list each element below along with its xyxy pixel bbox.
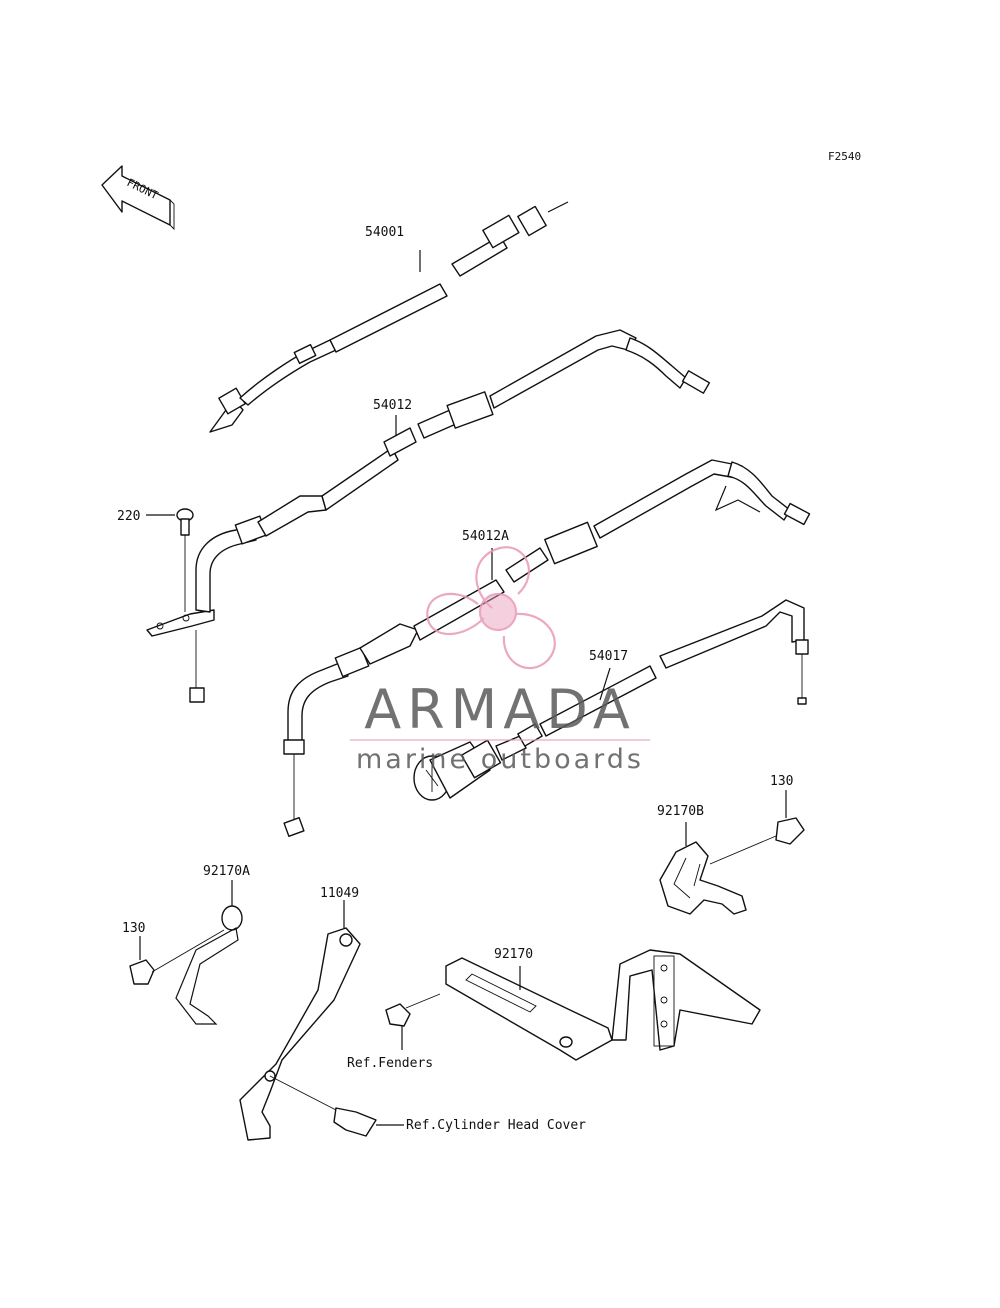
clamp-92170B: [659, 822, 747, 915]
bracket-92170: [445, 949, 761, 1061]
bolt-130-left: [129, 929, 225, 985]
figure-code: F2540: [828, 150, 861, 163]
clamp-92170A: [175, 880, 243, 1025]
screw-220: [146, 508, 194, 612]
throttle-cable-54012A: [283, 459, 811, 838]
part-label-130-right: 130: [770, 774, 793, 789]
throttle-cable-54012: [146, 329, 711, 703]
choke-cable-54017: [413, 599, 809, 801]
part-label-54001: 54001: [365, 225, 404, 240]
bolt-cylinder-head: [269, 1075, 404, 1137]
part-label-92170: 92170: [494, 947, 533, 962]
ref-label-fenders: Ref.Fenders: [347, 1056, 433, 1071]
part-label-130-left: 130: [122, 921, 145, 936]
watermark-tagline: marine outboards: [356, 744, 644, 775]
part-label-54012: 54012: [373, 398, 412, 413]
part-label-92170A: 92170A: [203, 864, 250, 879]
leader-lines: [395, 250, 611, 701]
part-label-92170B: 92170B: [657, 804, 704, 819]
bolt-fenders: [385, 993, 441, 1050]
part-label-54017: 54017: [589, 649, 628, 664]
part-label-220: 220: [117, 509, 140, 524]
ref-label-cylinder-head-cover: Ref.Cylinder Head Cover: [406, 1118, 586, 1133]
propeller-logo-icon: [426, 546, 556, 670]
front-arrow-icon: FRONT: [101, 165, 175, 231]
speedometer-cable-54001: [209, 201, 569, 433]
watermark-brand: ARMADA: [364, 678, 636, 741]
armada-watermark: ARMADA marine outboards: [350, 546, 650, 775]
part-label-11049: 11049: [320, 886, 359, 901]
bracket-11049: [239, 900, 361, 1141]
part-label-54012A: 54012A: [462, 529, 509, 544]
bolt-130-right: [709, 790, 805, 865]
